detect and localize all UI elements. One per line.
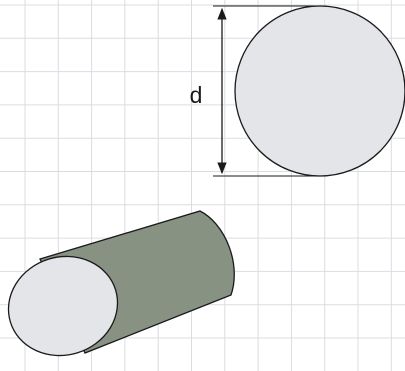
cylinder <box>7 210 235 357</box>
cross-section-circle <box>234 5 405 177</box>
cylinder-front-face <box>7 255 119 357</box>
circle-cross-section: d <box>190 5 405 177</box>
diameter-label: d <box>190 82 203 108</box>
